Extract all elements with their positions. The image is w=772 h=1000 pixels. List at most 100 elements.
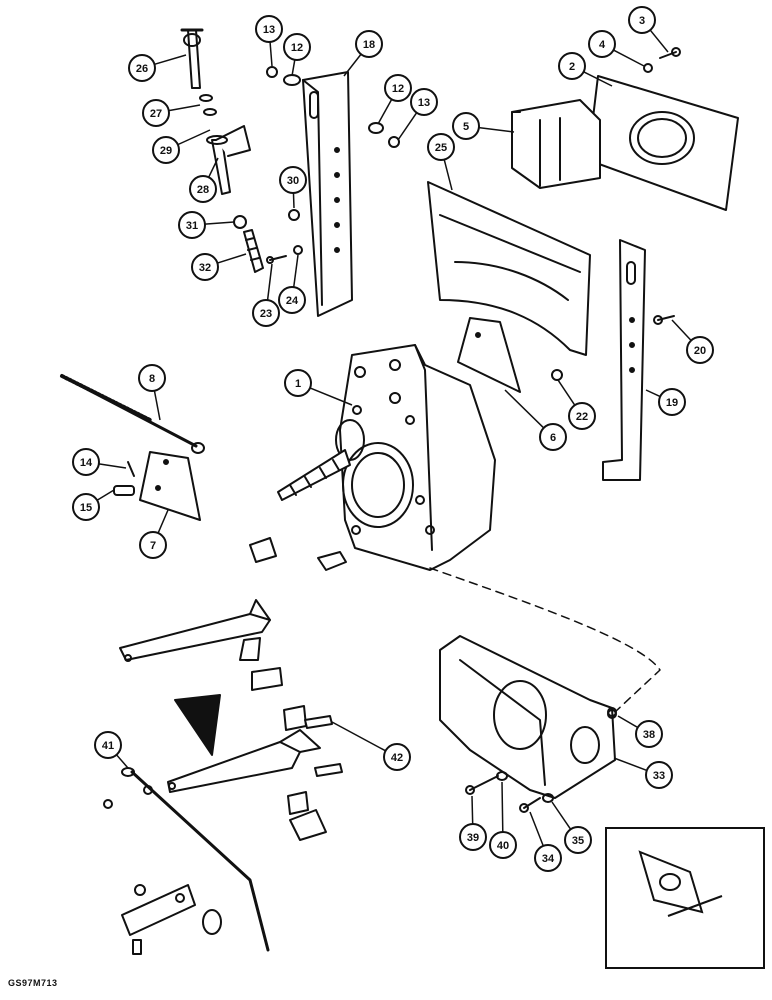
callout-number: 24 [286,295,299,307]
callout-circle [94,731,122,759]
callout-number: 40 [497,840,509,852]
callout-leader [529,811,544,847]
callout-40: 40 [489,781,517,859]
spring-32 [243,229,264,273]
callout-2: 2 [558,52,613,87]
callout-7: 7 [139,509,169,559]
callout-leader [292,192,295,209]
callout-circle [279,166,307,194]
callout-circle [635,720,663,748]
callout-number: 2 [569,61,575,73]
nut-30 [288,209,300,221]
callout-number: 12 [291,42,303,54]
fitting [317,551,347,571]
callout-circle [72,448,100,476]
callout-circle [138,364,166,392]
housing-33 [439,635,617,799]
arrow-indicator [174,694,221,756]
callout-leader [217,253,247,264]
washer-40 [496,771,508,781]
callout-13: 13 [255,15,283,67]
mounting-plate-2 [587,75,739,211]
callout-circle [152,136,180,164]
clevis [289,809,327,841]
callout-number: 27 [150,108,162,120]
callout-number: 39 [467,832,479,844]
callout-35: 35 [551,801,592,854]
washer-35 [542,793,554,803]
callout-leader [115,754,129,769]
callout-circle [355,30,383,58]
callout-42: 42 [331,721,411,771]
callout-31: 31 [178,211,235,239]
callout-number: 41 [102,740,114,752]
callout-leader [397,112,418,141]
callout-leader [504,389,545,429]
callout-20: 20 [671,319,714,364]
bolt-20 [653,315,675,325]
nut-38 [607,709,617,719]
callout-circle [410,88,438,116]
bolt-26 [180,28,204,89]
callout-25: 25 [427,133,455,191]
callout-leader [291,59,296,77]
callout-number: 23 [260,308,272,320]
callout-circle [588,30,616,58]
callout-leader [443,159,453,191]
connection-line [429,567,661,713]
callout-34: 34 [529,811,562,872]
callout-number: 29 [160,145,172,157]
callout-number: 20 [694,345,706,357]
pin-15 [113,485,135,496]
callout-4: 4 [588,30,645,67]
callout-circle [283,33,311,61]
callout-30: 30 [279,166,307,209]
drawing-code: GS97M713 [8,978,58,988]
callout-leader [671,319,692,342]
callout-8: 8 [138,364,166,421]
callout-circle [534,844,562,872]
callout-circle [128,54,156,82]
shield-25 [427,181,591,356]
callout-circle [459,823,487,851]
callout-number: 30 [287,175,299,187]
callout-6: 6 [504,389,567,451]
rod-41 [103,767,270,952]
callout-number: 32 [199,262,211,274]
callout-circle [252,299,280,327]
callout-29: 29 [152,129,211,164]
callout-leader [269,41,273,67]
callout-41: 41 [94,731,129,769]
plates-42 [304,715,343,777]
callout-number: 6 [550,432,556,444]
callout-circle [564,826,592,854]
callout-leader [157,509,169,534]
callout-leader [207,157,219,178]
callout-23: 23 [252,263,280,327]
sleeve [249,537,277,563]
callout-number: 42 [391,752,403,764]
callout-27: 27 [142,99,201,127]
callout-leader [501,781,504,833]
callout-22: 22 [557,379,596,430]
callout-circle [539,423,567,451]
callout-circle [383,743,411,771]
bolt-39 [465,775,499,795]
callout-leader [377,98,393,125]
callout-leader [649,29,669,53]
callout-circle [427,133,455,161]
callout-number: 18 [363,39,375,51]
bolt-34 [519,797,541,813]
callout-number: 5 [463,121,469,133]
callout-12: 12 [377,74,412,125]
nut-31 [233,215,247,229]
callout-28: 28 [189,157,219,203]
callout-leader [613,757,648,772]
callout-number: 14 [80,457,93,469]
callout-circle [278,286,306,314]
callout-circle [658,388,686,416]
callout-circle [178,211,206,239]
callout-circle [139,531,167,559]
callout-leader [557,379,576,406]
callout-number: 26 [136,63,148,75]
